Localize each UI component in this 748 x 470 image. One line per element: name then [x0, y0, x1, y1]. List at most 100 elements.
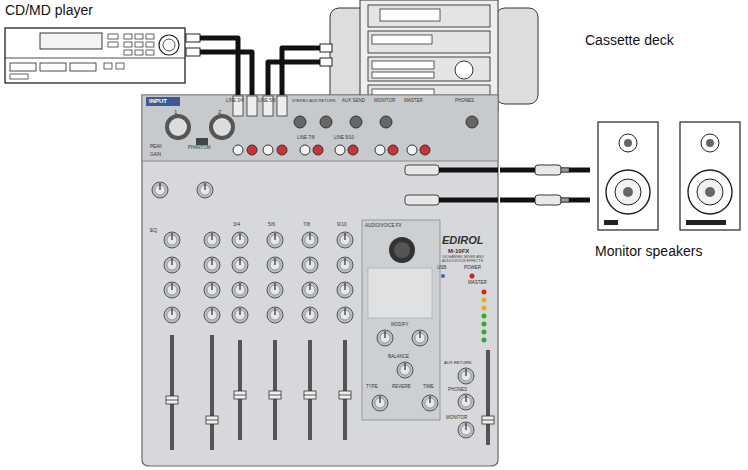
mixer-drawing-part [233, 145, 243, 155]
cassette-deck-drawing-part [320, 44, 332, 52]
cassette-deck-drawing-part [372, 72, 434, 78]
panel-label: LINE 3/4 [226, 99, 244, 104]
cassette-deck-drawing-part [372, 35, 432, 44]
device-label: Monitor speakers [595, 243, 702, 259]
mixer-drawing-part [209, 114, 235, 140]
panel-label: 1 [174, 109, 177, 115]
monitor-speakers-drawing-part [624, 139, 632, 147]
cassette-deck-drawing-part [368, 5, 490, 27]
mixer-drawing-part [166, 396, 178, 404]
panel-label: 7/8 [303, 222, 310, 227]
mixer-drawing-part [343, 340, 347, 440]
panel-label: MONITOR [446, 416, 467, 421]
mixer-drawing-part [164, 307, 180, 323]
cd-md-player-drawing-part [135, 42, 143, 47]
device-label: M-10FX [448, 248, 469, 254]
mixer-drawing-part [169, 118, 187, 136]
monitor-speakers-drawing-part [705, 187, 715, 197]
mixer-drawing-part [320, 116, 332, 128]
audio-cable [200, 52, 252, 95]
mixer-drawing-part [247, 145, 257, 155]
mixer-drawing-part [422, 395, 438, 411]
panel-label: PEAK [150, 145, 162, 150]
cassette-deck-drawing-part [368, 57, 490, 81]
panel-label: AUX SEND [342, 99, 365, 104]
panel-label: STEREO AUX RETURN [292, 99, 335, 103]
audio-cable [282, 48, 320, 95]
panel-label: AUX RETURN [444, 361, 471, 365]
mixer-drawing-part [482, 338, 487, 343]
cd-md-player-drawing-part [124, 50, 132, 55]
mixer-drawing-part [206, 416, 218, 424]
panel-label: AUDIO/VOICE FX [365, 224, 402, 229]
panel-label: REVERB [392, 385, 411, 390]
monitor-speakers-drawing-part [615, 179, 641, 205]
mixer-drawing-part [486, 350, 490, 445]
mixer-drawing-part [213, 118, 231, 136]
panel-label: POWER [464, 266, 481, 271]
cd-md-player-drawing-part [186, 48, 200, 56]
mixer-drawing-part [350, 116, 362, 128]
panel-label: 2 [218, 109, 221, 115]
mixer-drawing-part [267, 307, 283, 323]
cd-md-player-drawing [5, 28, 200, 83]
mixer-drawing-part [273, 340, 277, 440]
mixer-drawing-part [337, 282, 353, 298]
mixer-drawing-part [337, 257, 353, 273]
cd-md-player-drawing-part [104, 63, 112, 69]
cd-md-player-drawing-part [124, 34, 132, 39]
mixer-drawing-part [267, 232, 283, 248]
mixer-drawing-part [152, 182, 168, 198]
mixer-drawing-part [388, 145, 398, 155]
mixer-drawing-part [482, 322, 487, 327]
cd-md-player-drawing-part [10, 63, 36, 71]
mixer-drawing-part [337, 232, 353, 248]
panel-label: MODIFY [391, 323, 409, 328]
mixer-drawing-part [142, 95, 498, 161]
panel-label: TYPE [366, 385, 378, 390]
cd-md-player-drawing-part [5, 58, 185, 59]
cassette-deck-drawing-part [320, 58, 332, 66]
mixer-drawing-part [142, 95, 498, 466]
mixer-drawing-part [337, 307, 353, 323]
mixer-drawing-part [277, 145, 287, 155]
mixer-drawing-part [302, 282, 318, 298]
cd-md-player-drawing-part [108, 34, 118, 39]
mixer-drawing-part [170, 335, 174, 450]
mixer-drawing-part [335, 145, 345, 155]
cd-md-player-drawing-part [40, 63, 66, 71]
mixer-drawing-part [294, 116, 306, 128]
cd-player-node: CD/MD player [5, 0, 200, 90]
monitor-speakers-drawing [598, 122, 740, 230]
monitor-speakers-drawing-part [686, 220, 726, 225]
mixer-drawing-part [232, 282, 248, 298]
mixer-drawing-part [482, 306, 487, 311]
device-label: 10CHANNEL MIXER AND AUDIO/VOICE EFFECTS [442, 256, 498, 264]
mixer-drawing-part [313, 145, 323, 155]
mixer-drawing-part [267, 282, 283, 298]
mixer-drawing [142, 95, 498, 466]
jack-plug-part [535, 195, 561, 205]
mixer-drawing-part [232, 307, 248, 323]
panel-label: PHONES [455, 99, 474, 104]
panel-label: USB [437, 266, 446, 271]
mixer-drawing-part [232, 232, 248, 248]
mixer-drawing-part [389, 237, 415, 263]
mixer-drawing-part [164, 282, 180, 298]
mixer-drawing-part [146, 97, 180, 106]
panel-label: GAIN [150, 153, 161, 158]
mixer-drawing-part [407, 145, 417, 155]
device-label: CD/MD player [5, 2, 93, 18]
mixer-drawing-part [197, 182, 213, 198]
panel-label: MASTER [468, 281, 487, 286]
mixer-drawing-part [196, 138, 208, 145]
mixer-drawing-part [210, 335, 214, 450]
monitor-speakers-drawing-part [623, 187, 633, 197]
panel-label: TIME [423, 385, 434, 390]
mixer-drawing-part [204, 257, 220, 273]
cassette-deck-drawing [320, 0, 538, 110]
cd-md-player-drawing-part [135, 50, 143, 55]
cd-md-player-drawing-part [40, 33, 102, 49]
cd-md-player-drawing-part [159, 35, 179, 55]
